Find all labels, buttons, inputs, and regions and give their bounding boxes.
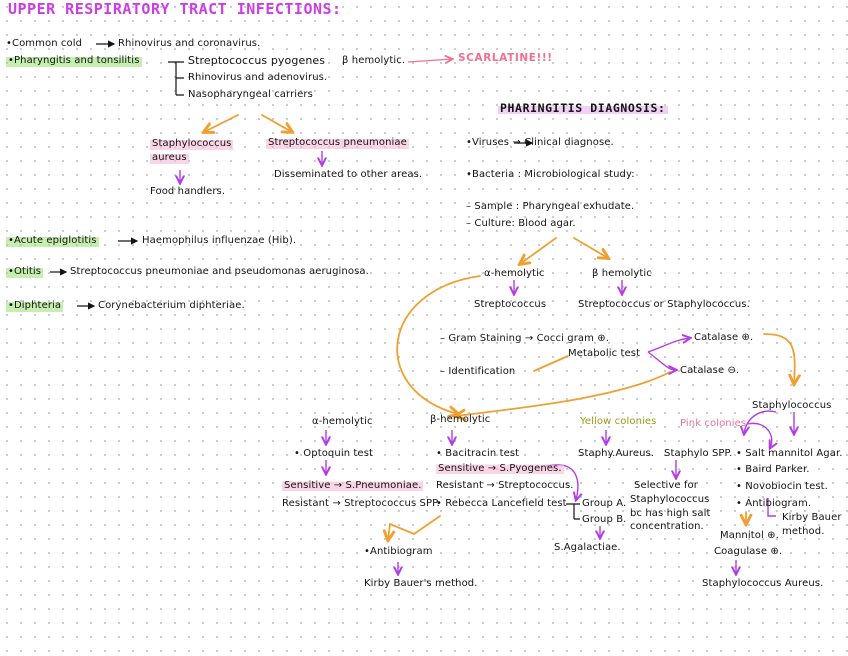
antibiogram-right: • Antibiogram. [736, 498, 812, 509]
cause-nasopharyngeal-carriers: Nasopharyngeal carriers [188, 89, 313, 100]
bacitracin-sensitive: Sensitive → S.Pyogenes. [436, 463, 564, 475]
arrow-scarlatine [407, 59, 452, 62]
page-title: UPPER RESPIRATORY TRACT INFECTIONS: [8, 0, 342, 18]
curve-alpha-to-beta-branch [396, 275, 481, 414]
pink-colonies: Pink colonies [680, 418, 747, 429]
catalase-positive: Catalase ⊕. [694, 332, 754, 343]
arrow-to-staph-aureus [204, 114, 239, 132]
arrow-to-beta [573, 237, 608, 258]
lancefield-test: • Rebecca Lancefield test [436, 498, 567, 509]
curve-resistant-to-antibiogram [388, 515, 441, 540]
optoquin-sensitive-text: Sensitive → S.Pneumoniae. [282, 480, 424, 491]
pharyngitis-label: •Pharyngitis and tonsilitis [6, 55, 142, 67]
staphylo-spp: Staphylo SPP. [664, 448, 733, 459]
selective-line-3: bc has high salt [630, 508, 711, 519]
alpha-hemolytic-top: α-hemolytic [484, 268, 545, 279]
arrow-metabolic-catalase-pos [647, 338, 690, 353]
diphteria-label: •Diphteria [6, 300, 64, 312]
arrow-to-strep-pneumoniae [261, 114, 292, 132]
group-b: Group B. [582, 514, 627, 525]
selective-line-2: Staphylococcus [630, 494, 710, 505]
sample-step: – Sample : Pharyngeal exhudate. [466, 201, 635, 212]
bacitracin-test: • Bacitracin test [436, 448, 520, 459]
cause-strep-pyogenes: Streptococcus pyogenes [188, 54, 326, 67]
streptococcus-result: Streptococcus [474, 299, 547, 310]
group-a: Group A. [582, 498, 627, 509]
common-cold-label: •Common cold [6, 38, 83, 49]
staph-aureus-line2: aureus [150, 152, 189, 164]
mannitol-positive: Mannitol ⊕. [720, 530, 779, 541]
staphylococcus-label: Staphylococcus [752, 400, 832, 411]
s-agalactiae: S.Agalactiae. [554, 542, 621, 553]
disseminated-note: Disseminated to other areas. [274, 169, 423, 180]
selective-line-1: Selective for [634, 480, 698, 491]
catalase-negative: Catalase ⊖. [680, 365, 740, 376]
novobiocin-test: • Novobiocin test. [736, 481, 828, 492]
curve-catalase-neg-to-beta [456, 371, 671, 416]
beta-hemolytic-note: β hemolytic. [342, 55, 406, 66]
beta-hemolytic-top: β hemolytic [592, 268, 652, 279]
beta-branch-label: β-hemolytic [430, 414, 491, 425]
strep-or-staph-result: Streptococcus or Staphylococcus. [578, 299, 750, 310]
otitis-cause: Streptococcus pneumoniae and pseudomonas… [70, 266, 369, 277]
yellow-colonies: Yellow colonies [580, 416, 657, 427]
kirby-bauer-right-1: Kirby Bauer [782, 512, 842, 523]
identification-step: – Identification [440, 366, 516, 377]
diagnosis-heading: PHARINGITIS DIAGNOSIS: [498, 101, 668, 115]
staph-aureus-yellow: Staphy.Aureus. [578, 448, 655, 459]
optoquin-resistant: Resistant → Streptococcus SPP. [282, 498, 440, 509]
optoquin-test: • Optoquin test [294, 448, 374, 459]
strep-pneumoniae-label: Streptococcus pneumoniae [266, 137, 409, 149]
metabolic-test: Metabolic test [568, 348, 641, 359]
selective-line-4: concentration. [630, 521, 704, 532]
kirby-bauer-left: Kirby Bauer's method. [364, 578, 478, 589]
arrow-metabolic-catalase-neg [647, 351, 676, 370]
food-handlers: Food handlers. [150, 186, 226, 197]
otitis-label: •Otitis [6, 266, 44, 278]
viruses-diagnosis: •Viruses → Clinical diagnose. [466, 137, 614, 148]
cause-rhinovirus-adenovirus: Rhinovirus and adenovirus. [188, 72, 328, 83]
pharyngitis-bracket [168, 61, 184, 96]
kirby-bauer-right-2: method. [782, 526, 825, 537]
staph-aureus-final: Staphylococcus Aureus. [702, 578, 824, 589]
curve-pink-colonies [747, 422, 772, 448]
epiglotitis-cause: Haemophilus influenzae (Hib). [142, 235, 297, 246]
gram-staining-step: – Gram Staining → Cocci gram ⊕. [440, 333, 610, 344]
antibiogram-left: •Antibiogram [364, 546, 433, 557]
alpha-branch-label: α-hemolytic [312, 416, 373, 427]
arrow-identification-metabolic [533, 355, 569, 372]
arrow-to-alpha [520, 237, 557, 264]
curve-staph-to-pink [744, 410, 777, 434]
baird-parker: • Baird Parker. [736, 464, 810, 475]
scarlatine-note: SCARLATINE!!! [458, 52, 553, 64]
bacitracin-sensitive-text: Sensitive → S.Pyogenes. [436, 463, 564, 474]
lancefield-bracket [566, 503, 580, 520]
curve-catalase-to-staph [763, 333, 795, 384]
common-cold-cause: Rhinovirus and coronavirus. [118, 38, 261, 49]
diphteria-cause: Corynebacterium diphteriae. [98, 300, 245, 311]
staph-aureus-line1: Staphylococcus [150, 138, 234, 150]
arrow-novobiocin-kirby [767, 498, 776, 517]
salt-mannitol-agar: • Salt mannitol Agar. [736, 448, 843, 459]
epiglotitis-label: •Acute epiglotitis [6, 235, 99, 247]
culture-step: – Culture: Blood agar. [466, 218, 576, 229]
coagulase-positive: Coagulase ⊕. [714, 546, 783, 557]
bacitracin-resistant: Resistant → Streptococcus. [436, 480, 574, 491]
bacteria-diagnosis: •Bacteria : Microbiological study: [466, 169, 635, 180]
optoquin-sensitive: Sensitive → S.Pneumoniae. [282, 480, 424, 492]
